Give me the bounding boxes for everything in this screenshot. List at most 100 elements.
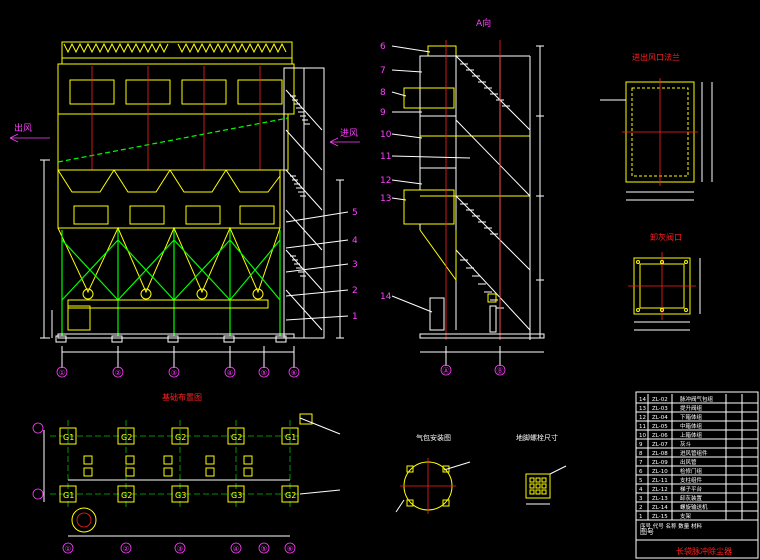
parts-row-number: 12 — [639, 415, 646, 421]
axis-label: ② — [115, 369, 121, 377]
parts-row-code: ZL-06 — [652, 433, 668, 439]
parts-row-code: ZL-02 — [652, 397, 668, 403]
parts-row-code: ZL-15 — [652, 514, 668, 520]
parts-row-number: 8 — [639, 451, 643, 457]
flange-detail: 进出风口法兰 — [600, 52, 713, 201]
callout-8: 8 — [380, 88, 386, 98]
air-tank-detail: 气包安装图 — [395, 433, 471, 514]
parts-row-name: 螺旋输送机 — [680, 503, 708, 511]
column-label: G2 — [285, 491, 296, 500]
column-label: G2 — [121, 491, 132, 500]
column-label: G2 — [175, 433, 186, 442]
parts-row-code: ZL-09 — [652, 460, 668, 466]
axis-label: ① — [65, 545, 71, 553]
parts-row-code: ZL-04 — [652, 415, 668, 421]
column-label: G1 — [285, 433, 296, 442]
flange-detail-title: 进出风口法兰 — [632, 52, 680, 62]
parts-row-name: 进风管组件 — [680, 449, 708, 457]
callout-12: 12 — [380, 176, 391, 186]
parts-row-number: 2 — [639, 505, 643, 511]
parts-row-name: 卸灰装置 — [680, 494, 703, 502]
parts-row-code: ZL-07 — [652, 442, 668, 448]
callout-11: 11 — [380, 152, 391, 162]
axis-label: ⑥ — [287, 545, 293, 553]
axis-label: ⑤ — [261, 545, 267, 553]
parts-row-number: 6 — [639, 469, 643, 475]
axis-label: Ⓑ — [497, 367, 504, 375]
axis-label: ③ — [177, 545, 183, 553]
side-view-title: A向 — [476, 17, 491, 29]
parts-row-name: 检修门组 — [680, 467, 703, 475]
parts-row-number: 1 — [639, 514, 643, 520]
callout-2: 2 — [352, 286, 358, 296]
axis-label: ② — [123, 545, 129, 553]
parts-row-number: 3 — [639, 496, 643, 502]
parts-row-number: 10 — [639, 433, 646, 439]
foundation-plan: 基础布置图 G1 G2 G2 — [32, 392, 341, 554]
callout-6: 6 — [380, 42, 386, 52]
parts-row-name: 支架 — [680, 512, 692, 520]
column-label: G2 — [231, 433, 242, 442]
callout-3: 3 — [352, 260, 358, 270]
parts-row-number: 11 — [639, 424, 646, 430]
inlet-label: 进风 — [340, 128, 358, 139]
axis-label: ⑤ — [261, 369, 267, 377]
callout-13: 13 — [380, 194, 391, 204]
parts-row-name: 上箱体组 — [680, 431, 703, 439]
discharge-outlet-detail: 卸灰阀口 — [628, 232, 701, 331]
small-detail-title: 地脚螺栓尺寸 — [516, 433, 558, 442]
axis-label: ⑥ — [291, 369, 297, 377]
foundation-title: 基础布置图 — [162, 392, 202, 402]
callout-1: 1 — [352, 312, 358, 322]
callout-14: 14 — [380, 292, 392, 302]
callout-10: 10 — [380, 130, 392, 140]
parts-row-code: ZL-03 — [652, 406, 668, 412]
parts-row-name: 中箱体组 — [680, 422, 703, 430]
parts-row-code: ZL-10 — [652, 469, 668, 475]
parts-row-name: 出风管 — [680, 458, 697, 466]
callout-5: 5 — [352, 208, 358, 218]
axis-label: Ⓐ — [443, 367, 450, 375]
anchor-bolt-detail: 地脚螺栓尺寸 — [516, 433, 567, 505]
parts-row-name: 支柱组件 — [680, 476, 703, 484]
parts-row-number: 9 — [639, 442, 643, 448]
parts-row-code: ZL-08 — [652, 451, 668, 457]
parts-row-name: 下箱体组 — [680, 413, 703, 421]
callout-9: 9 — [380, 108, 386, 118]
column-label: G1 — [63, 491, 74, 500]
parts-row-number: 13 — [639, 406, 646, 412]
column-label: G3 — [175, 491, 186, 500]
parts-row-code: ZL-05 — [652, 424, 668, 430]
parts-row-number: 5 — [639, 478, 643, 484]
axis-label: ③ — [171, 369, 177, 377]
axis-label: ④ — [233, 545, 239, 553]
parts-row-name: 提升阀组 — [680, 404, 703, 412]
callout-4: 4 — [352, 236, 358, 246]
parts-row-code: ZL-14 — [652, 505, 668, 511]
outlet-detail-title: 卸灰阀口 — [650, 232, 682, 242]
column-label: G2 — [121, 433, 132, 442]
parts-row-code: ZL-13 — [652, 496, 668, 502]
axis-label: ④ — [227, 369, 233, 377]
parts-row-number: 4 — [639, 487, 643, 493]
round-detail-title: 气包安装图 — [416, 433, 451, 442]
parts-header: 序号 代号 名称 数量 材料 — [640, 522, 702, 530]
parts-row-number: 14 — [639, 397, 646, 403]
parts-row-code: ZL-12 — [652, 487, 668, 493]
parts-row-name: 脉冲阀气包组 — [680, 395, 714, 403]
callout-7: 7 — [380, 66, 386, 76]
side-view-A: A向 — [380, 17, 545, 376]
parts-row-code: ZL-11 — [652, 478, 668, 484]
parts-row-number: 7 — [639, 460, 643, 466]
drawing-label: 图号 — [640, 528, 654, 536]
outlet-label: 出风 — [14, 122, 32, 134]
column-label: G3 — [231, 491, 242, 500]
parts-row-name: 灰斗 — [680, 440, 692, 448]
front-elevation-view: 出风 进风 5 4 3 2 1 — [9, 41, 360, 378]
drawing-name: 长袋脉冲除尘器 — [676, 546, 732, 556]
axis-label: ① — [59, 369, 65, 377]
column-label: G1 — [63, 433, 74, 442]
parts-row-name: 梯子平台 — [680, 485, 703, 493]
